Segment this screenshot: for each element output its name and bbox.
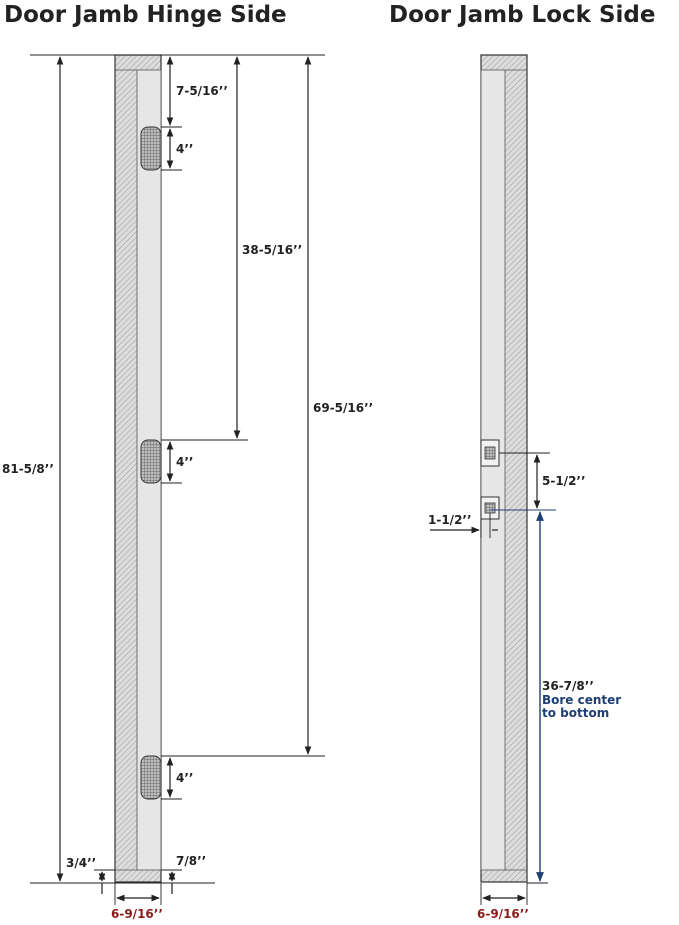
hinge-mortise-1 xyxy=(140,126,162,171)
svg-text:4’’: 4’’ xyxy=(176,142,193,156)
svg-text:7/8’’: 7/8’’ xyxy=(176,854,206,868)
dim-bore-center-to-bottom: 36-7/8’’ Bore center to bottom xyxy=(490,509,621,884)
dim-overall-height: 81-5/8’’ xyxy=(2,56,64,882)
dim-top-to-second-hinge: 38-5/16’’ xyxy=(161,56,302,441)
svg-text:4’’: 4’’ xyxy=(176,455,193,469)
svg-text:Bore center: Bore center xyxy=(542,693,621,707)
dim-hinge-height-2: 4’’ xyxy=(161,441,193,484)
dim-bottom-offset-right: 7/8’’ xyxy=(161,854,206,894)
dim-hinge-height-3: 4’’ xyxy=(161,757,193,800)
dim-lock-jamb-width: 6-9/16’’ xyxy=(477,883,529,921)
svg-text:4’’: 4’’ xyxy=(176,771,193,785)
dim-strike-spacing: 5-1/2’’ xyxy=(499,452,586,509)
strike-plate xyxy=(480,439,500,467)
dim-bore-offset: 1-1/2’’ xyxy=(428,513,498,538)
svg-text:3/4’’: 3/4’’ xyxy=(66,856,96,870)
dim-top-to-first-hinge: 7-5/16’’ xyxy=(161,56,228,128)
svg-text:to bottom: to bottom xyxy=(542,706,609,720)
lock-side-jamb xyxy=(480,54,528,883)
dim-hinge-jamb-width: 6-9/16’’ xyxy=(111,883,163,921)
svg-text:6-9/16’’: 6-9/16’’ xyxy=(477,907,529,921)
svg-text:1-1/2’’: 1-1/2’’ xyxy=(428,513,472,527)
hinge-mortise-3 xyxy=(140,755,162,800)
dim-bottom-offset-left: 3/4’’ xyxy=(66,856,115,894)
dim-top-to-third-hinge: 69-5/16’’ xyxy=(161,56,373,757)
hinge-mortise-2 xyxy=(140,439,162,484)
lock-side-title: Door Jamb Lock Side xyxy=(389,2,655,28)
svg-text:7-5/16’’: 7-5/16’’ xyxy=(176,84,228,98)
svg-text:6-9/16’’: 6-9/16’’ xyxy=(111,907,163,921)
dim-hinge-height-1: 4’’ xyxy=(161,128,193,171)
svg-text:36-7/8’’: 36-7/8’’ xyxy=(542,679,594,693)
hinge-side-title: Door Jamb Hinge Side xyxy=(4,2,287,28)
svg-text:69-5/16’’: 69-5/16’’ xyxy=(313,401,373,415)
svg-text:81-5/8’’: 81-5/8’’ xyxy=(2,462,54,476)
svg-text:5-1/2’’: 5-1/2’’ xyxy=(542,474,586,488)
svg-text:38-5/16’’: 38-5/16’’ xyxy=(242,243,302,257)
